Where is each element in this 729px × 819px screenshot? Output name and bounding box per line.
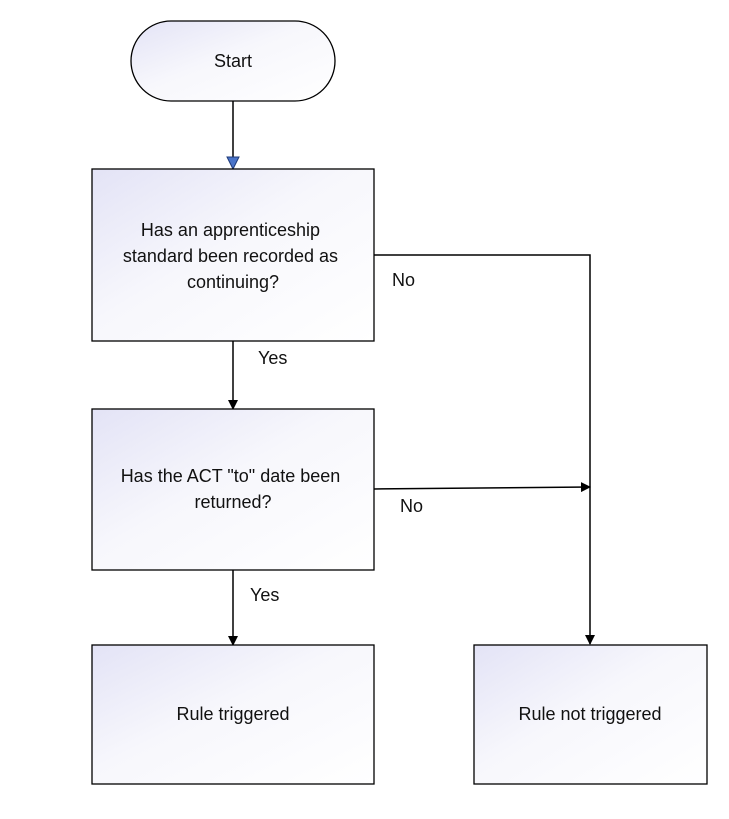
rule-triggered-label: Rule triggered	[176, 704, 289, 724]
edge-q1-no	[374, 254, 595, 645]
question-1-node	[91, 168, 375, 342]
edge-q1-yes-label: Yes	[258, 348, 287, 368]
question-2-label: Has the ACT "to" date been returned?	[121, 466, 346, 512]
edge-q1-no-label: No	[392, 270, 415, 290]
rule-triggered-node	[91, 644, 375, 785]
edge-q2-yes-label: Yes	[250, 585, 279, 605]
rule-not-triggered-label: Rule not triggered	[518, 704, 661, 724]
question-2-node	[91, 408, 375, 571]
start-label: Start	[214, 51, 252, 71]
edge-q2-no	[373, 482, 591, 493]
arrowhead-blue	[226, 156, 240, 171]
rule-not-triggered-node	[473, 644, 708, 785]
edge-q2-no-label: No	[400, 496, 423, 516]
question-1-label: Has an apprenticeship standard been reco…	[123, 220, 343, 292]
